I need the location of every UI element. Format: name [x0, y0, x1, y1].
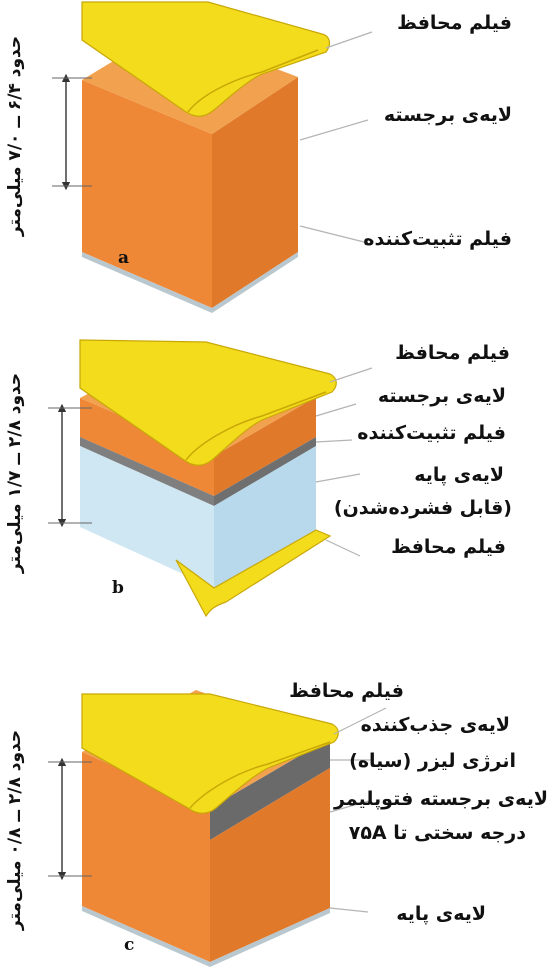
label-b-stabilizing-film: فیلم تثبیت‌کننده	[357, 422, 506, 444]
protective-film	[81, 1, 331, 117]
label-a-protective-film: فیلم محافظ	[397, 12, 512, 34]
base-layer-front	[80, 446, 214, 588]
thickness-label-b: حدود ۲/۸ ــ ۱/۷ میلی‌متر	[5, 372, 25, 574]
label-c-absorbing-layer: لایه‌ی جذب‌کننده	[360, 714, 510, 736]
label-c-photopolymer: لایه‌ی برجسته فتوپلیمر	[333, 788, 548, 810]
label-b-protective-film-top: فیلم محافظ	[395, 342, 510, 364]
diagram-b	[48, 339, 373, 618]
stabilizing-film	[82, 252, 298, 313]
base-layer-side	[214, 446, 316, 588]
diagram-letter-b: b	[112, 578, 124, 598]
thickness-label-a: حدود ۶/۴ ــ ۷/۰ میلی‌متر	[5, 35, 25, 237]
label-a-relief-layer: لایه‌ی برجسته	[383, 104, 512, 126]
stabilizing-film	[80, 437, 214, 506]
diagram-a	[52, 1, 373, 313]
label-c-hardness: درجه سختی تا ۷۵A	[348, 822, 526, 844]
diagram-letter-c: c	[124, 935, 135, 955]
diagram-c	[48, 690, 387, 967]
label-c-protective-film: فیلم محافظ	[289, 680, 404, 702]
relief-layer-side	[212, 77, 298, 308]
diagram-letter-a: a	[118, 248, 130, 268]
protective-film-top	[79, 339, 337, 466]
label-c-base-layer: لایه‌ی پایه	[396, 903, 486, 925]
label-b-protective-film-bottom: فیلم محافظ	[391, 536, 506, 558]
label-b-relief-layer: لایه‌ی برجسته	[377, 385, 506, 407]
relief-layer-front	[82, 80, 212, 308]
laser-absorbing-layer	[210, 738, 330, 840]
label-b-compressible: (قابل فشرده‌شدن)	[333, 497, 512, 519]
label-b-base-layer: لایه‌ی پایه	[414, 464, 504, 486]
relief-layer-front	[82, 752, 210, 962]
label-a-stabilizing-film: فیلم تثبیت‌کننده	[363, 228, 512, 250]
protective-film-bottom	[175, 529, 332, 618]
relief-layer-front	[80, 398, 214, 496]
label-c-laser-energy: انرژی لیزر (سیاه)	[349, 750, 516, 772]
protective-film	[81, 693, 339, 814]
thickness-label-c: حدود ۲/۸ ــ ۰/۸ میلی‌متر	[5, 729, 25, 931]
